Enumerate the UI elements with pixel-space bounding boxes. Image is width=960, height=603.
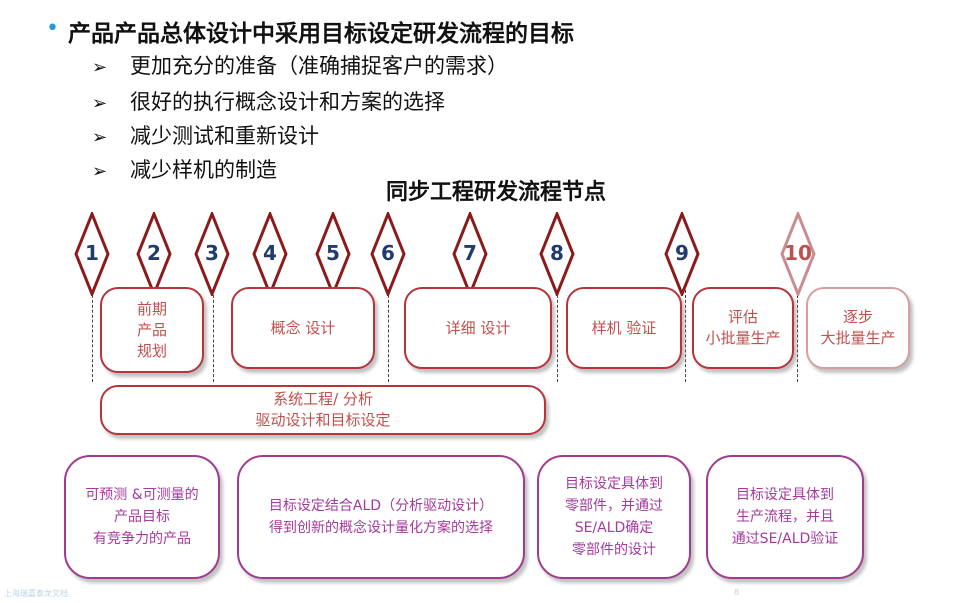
diamond-icon	[370, 212, 406, 296]
goal-point-text: 更加充分的准备（准确捕捉客户的需求）	[130, 54, 508, 78]
diamond-icon	[539, 212, 575, 296]
milestone-node-3: 3	[194, 212, 230, 296]
goal-point-text: 减少样机的制造	[130, 158, 277, 182]
diagram-title: 同步工程研发流程节点	[386, 180, 607, 205]
phase-mass-production: 逐步 大批量生产	[806, 287, 910, 369]
milestone-number: 7	[463, 241, 477, 265]
phase-concept-design: 概念 设计	[231, 287, 375, 369]
title-bullet: •	[46, 16, 59, 41]
goal-box-1: 可预测 &可测量的 产品目标 有竞争力的产品	[64, 455, 220, 579]
phase-early-planning: 前期 产品 规划	[100, 287, 204, 373]
goal-point-2: ➢ 很好的执行概念设计和方案的选择	[92, 86, 445, 116]
milestone-node-6: 6	[370, 212, 406, 296]
milestone-number: 8	[550, 241, 564, 265]
goal-point-1: ➢ 更加充分的准备（准确捕捉客户的需求）	[92, 50, 508, 80]
milestone-line	[388, 290, 389, 382]
goal-point-text: 减少测试和重新设计	[130, 124, 319, 148]
milestone-line	[685, 290, 686, 382]
milestone-number: 10	[784, 241, 812, 265]
system-engineering-bar: 系统工程/ 分析 驱动设计和目标设定	[100, 385, 546, 435]
milestone-node-2: 2	[136, 212, 172, 296]
milestone-number: 1	[85, 241, 99, 265]
arrow-bullet-icon: ➢	[92, 127, 108, 148]
milestone-number: 9	[675, 241, 689, 265]
milestone-node-7: 7	[452, 212, 488, 296]
milestone-line	[797, 290, 798, 382]
phase-prototype-validation: 样机 验证	[566, 287, 682, 369]
milestone-line	[213, 290, 214, 382]
goal-point-text: 很好的执行概念设计和方案的选择	[130, 90, 445, 114]
milestone-number: 2	[147, 241, 161, 265]
phase-detail-design: 详细 设计	[404, 287, 552, 369]
arrow-bullet-icon: ➢	[92, 161, 108, 182]
goal-box-3: 目标设定具体到 零部件，并通过 SE/ALD确定 零部件的设计	[537, 455, 691, 579]
milestone-number: 3	[205, 241, 219, 265]
goal-point-4: ➢ 减少样机的制造	[92, 154, 277, 184]
arrow-bullet-icon: ➢	[92, 57, 108, 78]
goal-point-3: ➢ 减少测试和重新设计	[92, 120, 319, 150]
goal-box-4: 目标设定具体到 生产流程，并且 通过SE/ALD验证	[706, 455, 864, 579]
diamond-icon	[664, 212, 700, 296]
diamond-icon	[780, 212, 816, 296]
milestone-line	[92, 290, 93, 382]
milestone-number: 6	[381, 241, 395, 265]
page-number: 8	[734, 588, 740, 597]
milestone-number: 4	[263, 241, 277, 265]
milestone-node-5: 5	[315, 212, 351, 296]
goal-box-2: 目标设定结合ALD（分析驱动设计） 得到创新的概念设计量化方案的选择	[237, 455, 525, 579]
milestone-node-9: 9	[664, 212, 700, 296]
page-title: 产品产品总体设计中采用目标设定研发流程的目标	[68, 21, 574, 47]
diamond-icon	[74, 212, 110, 296]
arrow-bullet-icon: ➢	[92, 93, 108, 114]
milestone-node-4: 4	[252, 212, 288, 296]
milestone-node-1: 1	[74, 212, 110, 296]
phase-pilot-production: 评估 小批量生产	[692, 287, 794, 369]
milestone-node-8: 8	[539, 212, 575, 296]
diamond-icon	[194, 212, 230, 296]
milestone-node-10: 10	[780, 212, 816, 296]
milestone-line	[557, 290, 558, 382]
milestone-number: 5	[326, 241, 340, 265]
footer-text: 上海瑞嘉泰龙文档	[4, 589, 68, 598]
